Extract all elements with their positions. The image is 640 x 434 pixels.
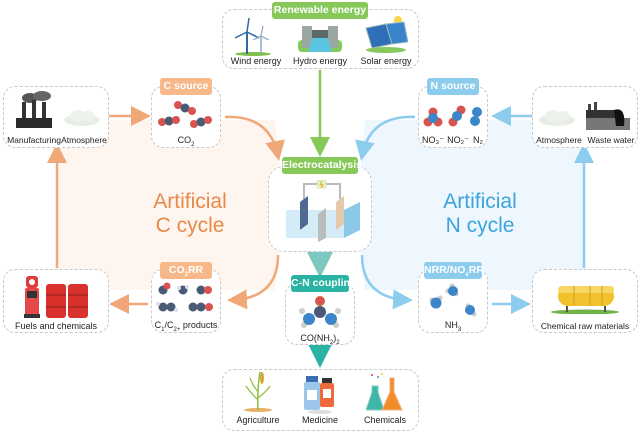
co2rr-card <box>151 269 221 333</box>
co2-molecules-icon <box>158 101 212 128</box>
hydro-dam-icon <box>298 26 342 52</box>
c-products-label-mid: /C <box>164 320 174 330</box>
c-atmosphere-label: Atmosphere <box>61 135 107 145</box>
n-atmosphere-label: Atmosphere <box>536 135 582 145</box>
nh3-label-main: NH <box>444 320 458 330</box>
nrr-card <box>418 269 488 333</box>
c-products-molecules-icon <box>156 282 213 312</box>
c-products-label-tail: products <box>180 320 218 330</box>
co2-label: CO2 <box>151 135 221 148</box>
urea-molecule-icon <box>299 296 341 328</box>
n2-label: N₂ <box>473 135 483 145</box>
medicine-label: Medicine <box>301 415 339 425</box>
co2rr-badge: CO2RR <box>160 262 212 279</box>
c-cycle-title-line2: C cycle <box>155 214 225 237</box>
medicine-bottles-icon <box>304 376 334 414</box>
waste-water-icon <box>586 102 630 130</box>
hydro-energy-label: Hydro energy <box>292 56 348 66</box>
flasks-icon <box>366 373 403 411</box>
co2-label-sub: 2 <box>191 141 195 148</box>
co2rr-badge-main: CO <box>168 264 185 276</box>
nrr-badge-tail: RR <box>468 264 484 276</box>
waste-water-label: Waste water <box>587 135 635 145</box>
oil-barrels-icon <box>46 284 88 318</box>
solar-energy-label: Solar energy <box>360 56 412 66</box>
raw-materials-label: Chemical raw materials <box>540 321 630 331</box>
nitrogen-molecules-icon <box>423 105 482 127</box>
co2rr-badge-tail: RR <box>187 264 204 276</box>
nrr-badge-sub: x <box>465 272 469 279</box>
nrr-badge-main: NRR/NO <box>424 264 466 276</box>
n-cycle-title-line1: Artificial <box>443 190 517 213</box>
fuels-label: Fuels and chemicals <box>14 321 98 331</box>
urea-label-sub: 2 <box>329 339 334 346</box>
solar-panel-icon <box>365 16 408 53</box>
ammonia-molecules-icon <box>429 283 477 317</box>
electrocatalysis-badge: Electrocatalysis <box>282 157 362 174</box>
nh3-label-sub: 3 <box>457 326 462 333</box>
arrow-electro-to-co2rr <box>227 254 280 310</box>
n-cycle-title: Artificial N cycle <box>410 190 550 238</box>
nh3-label: NH3 <box>418 320 488 333</box>
arrow-nsource-to-electro <box>355 115 416 161</box>
urea-label-sub2: 2 <box>336 339 340 346</box>
co2rr-badge-sub: 2 <box>184 272 188 279</box>
manufacturing-label: Manufacturing <box>7 135 61 145</box>
urea-label: CO(NH2)2 <box>285 333 355 346</box>
n-cycle-region <box>358 120 584 290</box>
c-cycle-region <box>56 120 282 290</box>
cloud-icon <box>64 110 100 126</box>
cn-coupling-badge: C-N coupling <box>291 275 356 292</box>
n-source-badge: N source <box>427 78 479 95</box>
urea-label-tail: ) <box>333 333 337 343</box>
c-products-label-b-sub: 2+ <box>173 326 181 333</box>
nitrate-label: NO₃⁻ <box>422 135 444 145</box>
n-cycle-title-line2: N cycle <box>445 214 515 237</box>
c-products-label-a: C <box>154 320 162 330</box>
fuel-pump-icon <box>24 276 40 318</box>
co2-label-main: CO <box>177 135 192 145</box>
arrow-electro-to-nrr <box>360 254 413 310</box>
c-cycle-title-line1: Artificial <box>153 190 227 213</box>
arrow-csource-to-electro <box>224 115 285 161</box>
wind-energy-label: Wind energy <box>230 56 282 66</box>
factory-icon <box>16 91 52 128</box>
wheat-icon <box>244 371 272 412</box>
c-cycle-title: Artificial C cycle <box>120 190 260 238</box>
electrolytic-cell-icon <box>286 180 360 242</box>
chemicals-label: Chemicals <box>363 415 406 425</box>
n-cloud-icon <box>539 110 575 126</box>
storage-tank-icon <box>551 286 619 314</box>
nitrite-label: NO₂⁻ <box>447 135 469 145</box>
c-products-label: C1/C2+ products <box>151 320 221 333</box>
urea-label-main: CO(NH <box>300 333 330 343</box>
c-source-badge: C source <box>160 78 212 95</box>
wind-turbine-icon <box>234 18 271 56</box>
nrr-badge: NRR/NOxRR <box>424 262 484 279</box>
renewable-energy-badge: Renewable energy <box>272 2 368 19</box>
agriculture-label: Agriculture <box>236 415 280 425</box>
c-products-label-a-sub: 1 <box>161 326 165 333</box>
